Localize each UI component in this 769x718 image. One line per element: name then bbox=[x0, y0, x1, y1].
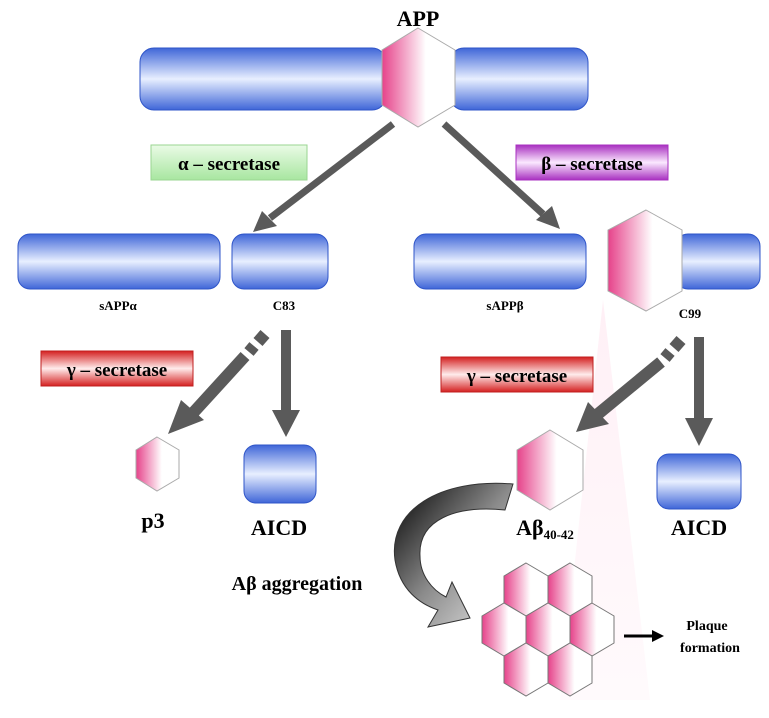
c99-abeta-domain bbox=[607, 209, 683, 312]
plaque-label-line2: formation bbox=[680, 641, 740, 656]
arrow-to-alpha-products bbox=[267, 121, 396, 221]
abeta-fragment bbox=[516, 429, 584, 511]
arrow-c99-to-abeta bbox=[576, 336, 686, 432]
arrow-head-beta bbox=[536, 206, 560, 229]
app-abeta-domain bbox=[381, 27, 456, 128]
arrow-c99-to-aicd bbox=[685, 337, 713, 446]
aicd-label-left: AICD bbox=[251, 515, 307, 540]
c83-fragment bbox=[231, 233, 329, 290]
aicd-fragment-left bbox=[243, 444, 317, 504]
sappa-label: sAPPα bbox=[99, 298, 137, 313]
aggregation-curved-arrow bbox=[393, 482, 514, 628]
c83-label: C83 bbox=[273, 298, 296, 313]
app-right-segment bbox=[449, 47, 589, 111]
arrow-to-beta-products bbox=[441, 121, 546, 217]
gamma-secretase-label-left: γ – secretase bbox=[66, 360, 167, 381]
alpha-secretase-label: α – secretase bbox=[178, 154, 280, 175]
p3-fragment bbox=[135, 436, 180, 492]
plaque-label-line1: Plaque bbox=[686, 619, 727, 634]
aicd-label-right: AICD bbox=[671, 515, 727, 540]
arrow-head-alpha bbox=[253, 211, 277, 232]
c99-blue-segment bbox=[675, 233, 761, 290]
app-label: APP bbox=[397, 6, 440, 31]
plaque-cluster bbox=[481, 562, 615, 697]
aggregation-label: Aβ aggregation bbox=[232, 573, 363, 595]
sappb-label: sAPPβ bbox=[486, 298, 523, 313]
abeta-label: Aβ40-42 bbox=[516, 515, 574, 542]
plaque-arrow-head bbox=[652, 630, 664, 642]
app-left-segment bbox=[139, 47, 387, 111]
sappa-fragment bbox=[17, 233, 221, 290]
arrow-c83-to-p3 bbox=[168, 330, 270, 434]
aicd-fragment-right bbox=[656, 453, 742, 510]
p3-label: p3 bbox=[141, 508, 164, 533]
beta-secretase-box bbox=[515, 144, 669, 181]
gamma-secretase-box-right bbox=[440, 356, 594, 393]
gamma-secretase-label-right: γ – secretase bbox=[466, 366, 567, 387]
c99-label: C99 bbox=[679, 306, 702, 321]
alpha-secretase-box bbox=[150, 144, 308, 181]
sappb-fragment bbox=[413, 233, 587, 290]
beta-secretase-label: β – secretase bbox=[541, 154, 642, 175]
gamma-secretase-box-left bbox=[40, 350, 194, 387]
arrow-c83-to-aicd bbox=[272, 330, 300, 437]
